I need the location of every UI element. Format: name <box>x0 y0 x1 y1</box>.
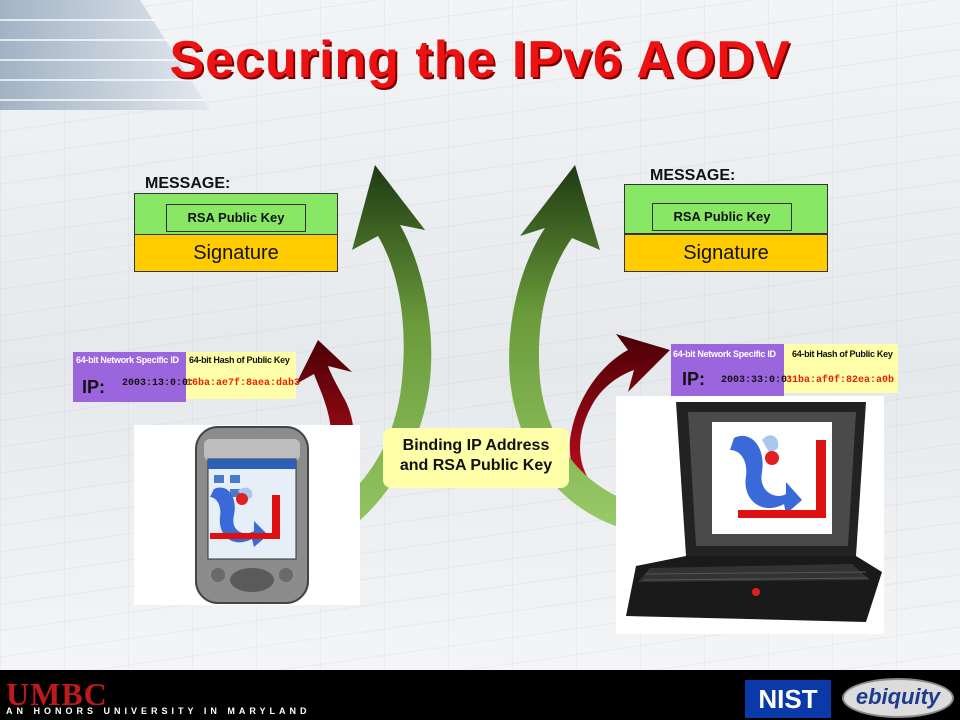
right-network-id-box <box>671 344 784 396</box>
left-hash-box <box>186 352 296 399</box>
laptop-device-icon <box>626 402 882 622</box>
umbc-logo: UMBC <box>6 676 108 712</box>
slide-title: Securing the IPv6 AODV <box>169 31 791 89</box>
left-network-id-box <box>73 352 186 402</box>
right-red-arrow <box>569 334 670 508</box>
left-ip-prefix: 2003:13:0:0: <box>122 378 195 389</box>
nist-logo: NIST <box>745 680 831 718</box>
right-ip-prefix: 2003:33:0:0: <box>721 375 794 386</box>
left-network-id-label: 64-bit Network Specific ID <box>76 355 179 365</box>
pda-photo <box>134 425 360 605</box>
building-decoration-icon <box>0 0 210 110</box>
right-network-id-label: 64-bit Network Specific ID <box>673 349 776 359</box>
right-hash-label: 64-bit Hash of Public Key <box>792 349 893 359</box>
left-signature: Signature <box>134 234 338 272</box>
binding-callout: Binding IP Address and RSA Public Key <box>383 428 569 488</box>
pda-signature-logo-icon <box>210 487 280 547</box>
right-ip-label: IP: <box>682 369 706 389</box>
ebiquity-logo: ebiquity <box>842 678 954 718</box>
umbc-tagline: AN HONORS UNIVERSITY IN MARYLAND <box>6 706 311 716</box>
pda-device-icon <box>195 426 309 604</box>
right-rsa-public-key: RSA Public Key <box>652 203 792 231</box>
laptop-photo <box>616 396 884 634</box>
left-ip-hash: 16ba:ae7f:8aea:dab3 <box>186 378 301 389</box>
right-message-label: MESSAGE: <box>650 167 736 184</box>
right-signature: Signature <box>624 234 828 272</box>
binding-line-2: and RSA Public Key <box>399 457 553 474</box>
laptop-signature-logo-icon <box>730 435 826 518</box>
left-rsa-public-key: RSA Public Key <box>166 204 306 232</box>
left-hash-label: 64-bit Hash of Public Key <box>189 355 290 365</box>
binding-line-1: Binding IP Address <box>402 437 550 454</box>
right-ip-hash: 31ba:af0f:82ea:a0b <box>786 375 895 386</box>
right-hash-box <box>784 344 898 393</box>
left-ip-label: IP: <box>82 377 106 397</box>
left-message-label: MESSAGE: <box>145 175 231 192</box>
